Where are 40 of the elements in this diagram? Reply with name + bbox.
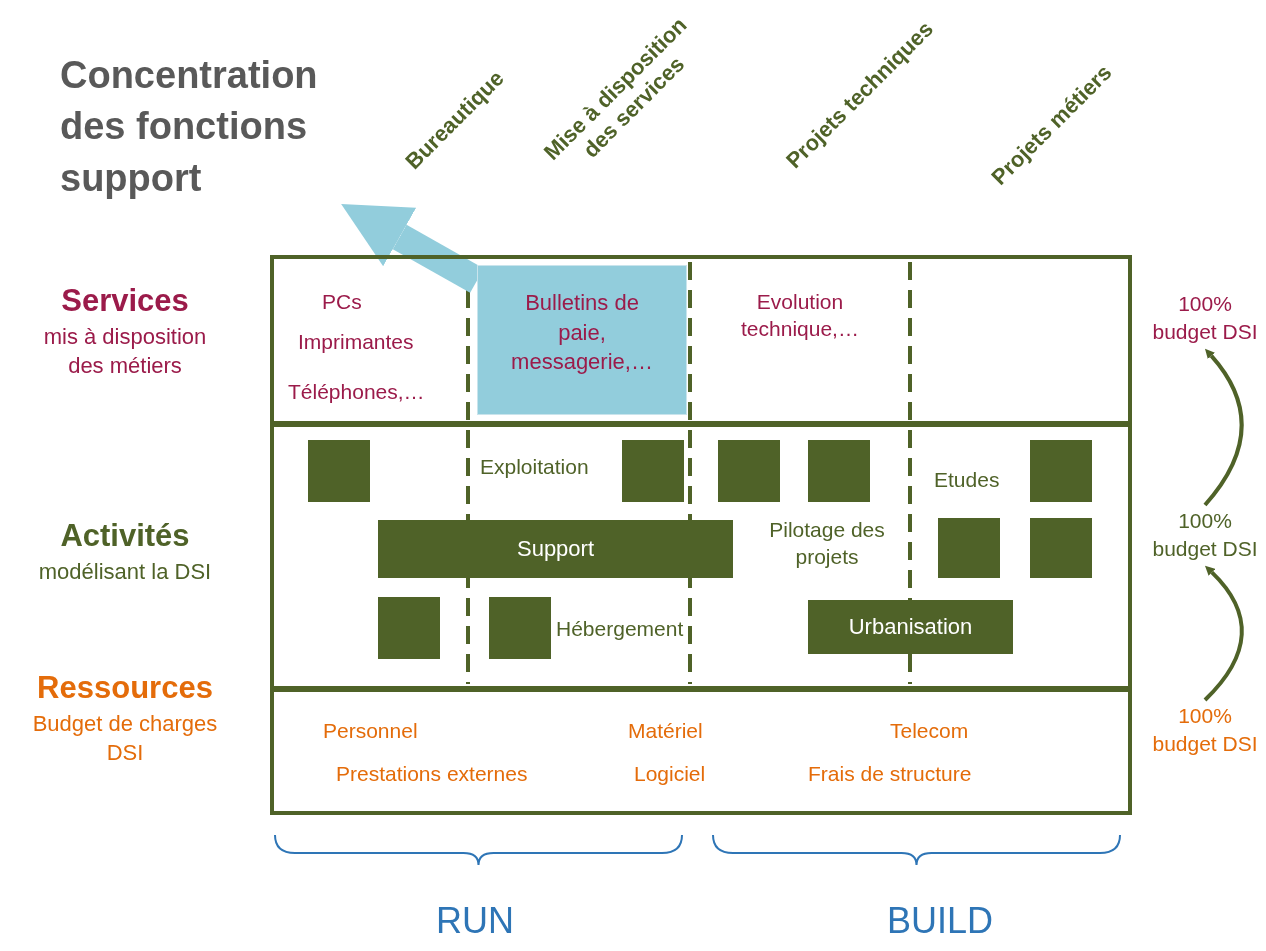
- annotation-text: Concentration des fonctions support: [60, 50, 350, 204]
- item-label: Telecom: [890, 718, 969, 744]
- item-label: Hébergement: [556, 616, 684, 642]
- item-label: Logiciel: [634, 761, 706, 787]
- service-box: Bulletins de paie, messagerie,…: [477, 265, 687, 415]
- curved-arrow: [1203, 348, 1244, 507]
- row-description: Budget de charges DSI: [31, 710, 219, 767]
- activity-bar: Urbanisation: [808, 600, 1013, 654]
- phase-label: RUN: [435, 900, 515, 942]
- activity-block: [489, 597, 551, 659]
- item-label: Imprimantes: [298, 329, 414, 355]
- activity-block: [622, 440, 684, 502]
- activity-block: [808, 440, 870, 502]
- item-label: Frais de structure: [808, 761, 972, 787]
- item-label: Prestations externes: [336, 761, 528, 787]
- item-label: Exploitation: [480, 454, 589, 480]
- curved-arrow: [1203, 565, 1244, 702]
- row-description: mis à disposition des métiers: [42, 323, 208, 380]
- row-heading: Services: [60, 283, 190, 319]
- row-heading: Ressources: [36, 670, 214, 706]
- activity-block: [718, 440, 780, 502]
- item-label: Matériel: [628, 718, 703, 744]
- item-label: PCs: [322, 289, 362, 315]
- activity-block: [1030, 440, 1092, 502]
- item-label: Evolution technique,…: [740, 289, 860, 343]
- phase-label: BUILD: [886, 900, 994, 942]
- activity-block: [308, 440, 370, 502]
- item-label: Etudes: [934, 467, 1000, 493]
- activity-bar: Support: [378, 520, 733, 578]
- budget-text: 100% budget DSI: [1150, 702, 1260, 759]
- row-description: modélisant la DSI: [37, 558, 213, 586]
- activity-block: [938, 518, 1000, 578]
- row-heading: Activités: [59, 518, 191, 554]
- activity-block: [1030, 518, 1092, 578]
- item-label: Téléphones,…: [288, 379, 425, 405]
- item-label: Pilotage des projets: [768, 517, 886, 571]
- budget-text: 100% budget DSI: [1150, 290, 1260, 347]
- budget-text: 100% budget DSI: [1150, 507, 1260, 564]
- item-label: Personnel: [323, 718, 418, 744]
- activity-block: [378, 597, 440, 659]
